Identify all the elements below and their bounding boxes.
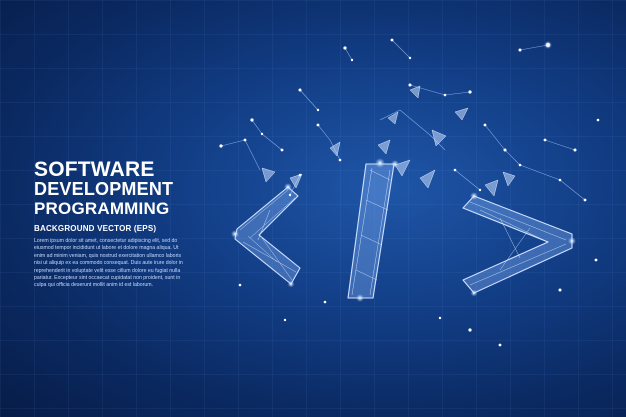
headline-development: DEVELOPMENT xyxy=(34,179,174,199)
body-text: Lorem ipsum dolor sit amet, consectetur … xyxy=(34,238,183,289)
right-angle-bracket xyxy=(462,195,573,294)
network-lines xyxy=(220,39,586,201)
headline-software: SOFTWARE xyxy=(34,158,155,181)
headline-programming: PROGRAMMING xyxy=(34,199,170,218)
network-triangles xyxy=(261,85,516,197)
glow-nodes xyxy=(231,41,576,302)
subtitle: BACKGROUND VECTOR (EPS) xyxy=(34,224,157,233)
text-block: SOFTWARE DEVELOPMENT PROGRAMMING BACKGRO… xyxy=(34,158,194,290)
network-nodes xyxy=(219,38,600,347)
left-angle-bracket xyxy=(234,186,301,285)
